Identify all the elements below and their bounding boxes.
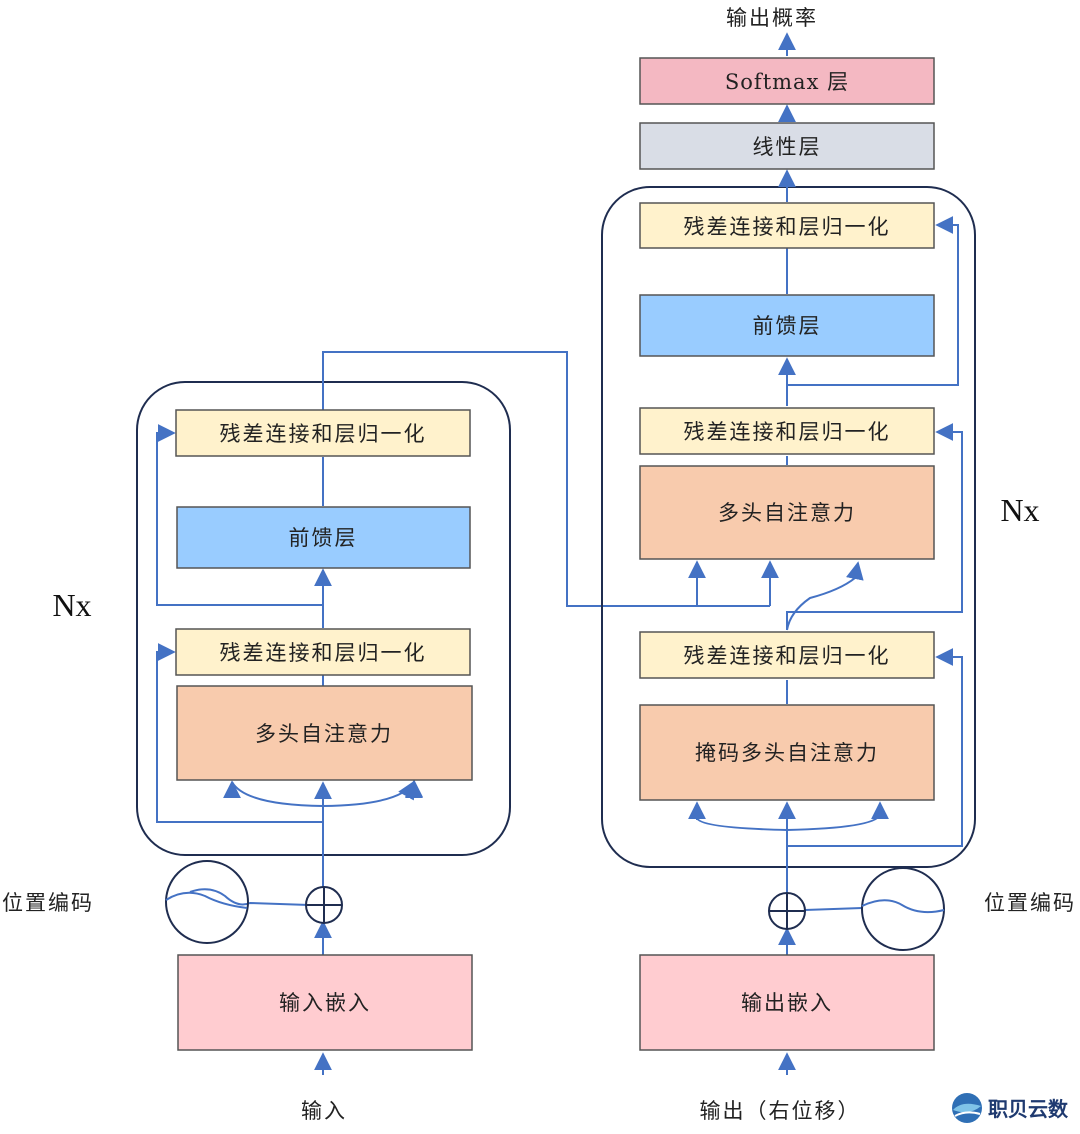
encoder-wave-icon: [165, 891, 248, 909]
encoder: 残差连接和层归一化 前馈层 残差连接和层归一化 多头自注意力 Nx 位置编码 输…: [2, 351, 779, 1123]
decoder-connectors: [688, 32, 963, 1075]
encoder-feed-forward: [176, 506, 471, 569]
decoder-softmax-label: Softmax 层: [725, 70, 849, 94]
encoder-attention: [176, 685, 473, 781]
logo-text: 职贝云数: [988, 1097, 1069, 1121]
encoder-add-norm-2-label: 残差连接和层归一化: [220, 422, 427, 446]
decoder-repeat-label: Nx: [1000, 492, 1039, 528]
decoder-embedding: [639, 954, 935, 1051]
decoder-embedding-label: 输出嵌入: [741, 991, 833, 1015]
decoder-linear-label: 线性层: [753, 135, 822, 159]
decoder-pos-encoding-icon: [861, 867, 945, 951]
encoder-add-norm-1: [175, 628, 471, 676]
decoder-add-norm-2-label: 残差连接和层归一化: [684, 420, 891, 444]
decoder-softmax: [639, 57, 935, 105]
decoder-add-norm-2: [639, 407, 935, 455]
decoder-masked-attention-label: 掩码多头自注意力: [695, 741, 879, 765]
encoder-connectors: [156, 351, 779, 1075]
encoder-repeat-label: Nx: [52, 587, 91, 623]
decoder: Softmax 层 线性层 输出概率 残差连接和层归一化 前馈层 残差连接和层归…: [601, 6, 1076, 1123]
decoder-wave-icon: [861, 899, 945, 914]
decoder-add-norm-3-label: 残差连接和层归一化: [684, 215, 891, 239]
encoder-embedding: [177, 954, 473, 1051]
decoder-output-probabilities-label: 输出概率: [726, 6, 818, 30]
decoder-feed-forward-label: 前馈层: [753, 314, 822, 338]
decoder-add-norm-3: [639, 202, 935, 249]
decoder-pos-encoding-label: 位置编码: [984, 891, 1076, 915]
decoder-add-norm-1-label: 残差连接和层归一化: [684, 644, 891, 668]
encoder-add-norm-2: [175, 409, 471, 457]
encoder-pos-encoding-label: 位置编码: [2, 891, 94, 915]
encoder-attention-label: 多头自注意力: [255, 722, 393, 746]
decoder-add-norm-1: [639, 631, 935, 679]
encoder-embedding-label: 输入嵌入: [279, 991, 371, 1015]
logo: 职贝云数: [952, 1093, 1069, 1123]
decoder-input-label: 输出（右位移）: [700, 1099, 861, 1123]
encoder-input-label: 输入: [301, 1099, 347, 1123]
decoder-masked-attention: [639, 704, 935, 801]
decoder-cross-attention-label: 多头自注意力: [718, 501, 856, 525]
decoder-feed-forward: [639, 294, 935, 357]
encoder-pos-encoding-icon: [165, 860, 249, 944]
decoder-linear: [639, 122, 935, 170]
decoder-cross-attention: [639, 465, 935, 560]
encoder-feed-forward-label: 前馈层: [289, 526, 358, 550]
encoder-add-norm-1-label: 残差连接和层归一化: [220, 641, 427, 665]
